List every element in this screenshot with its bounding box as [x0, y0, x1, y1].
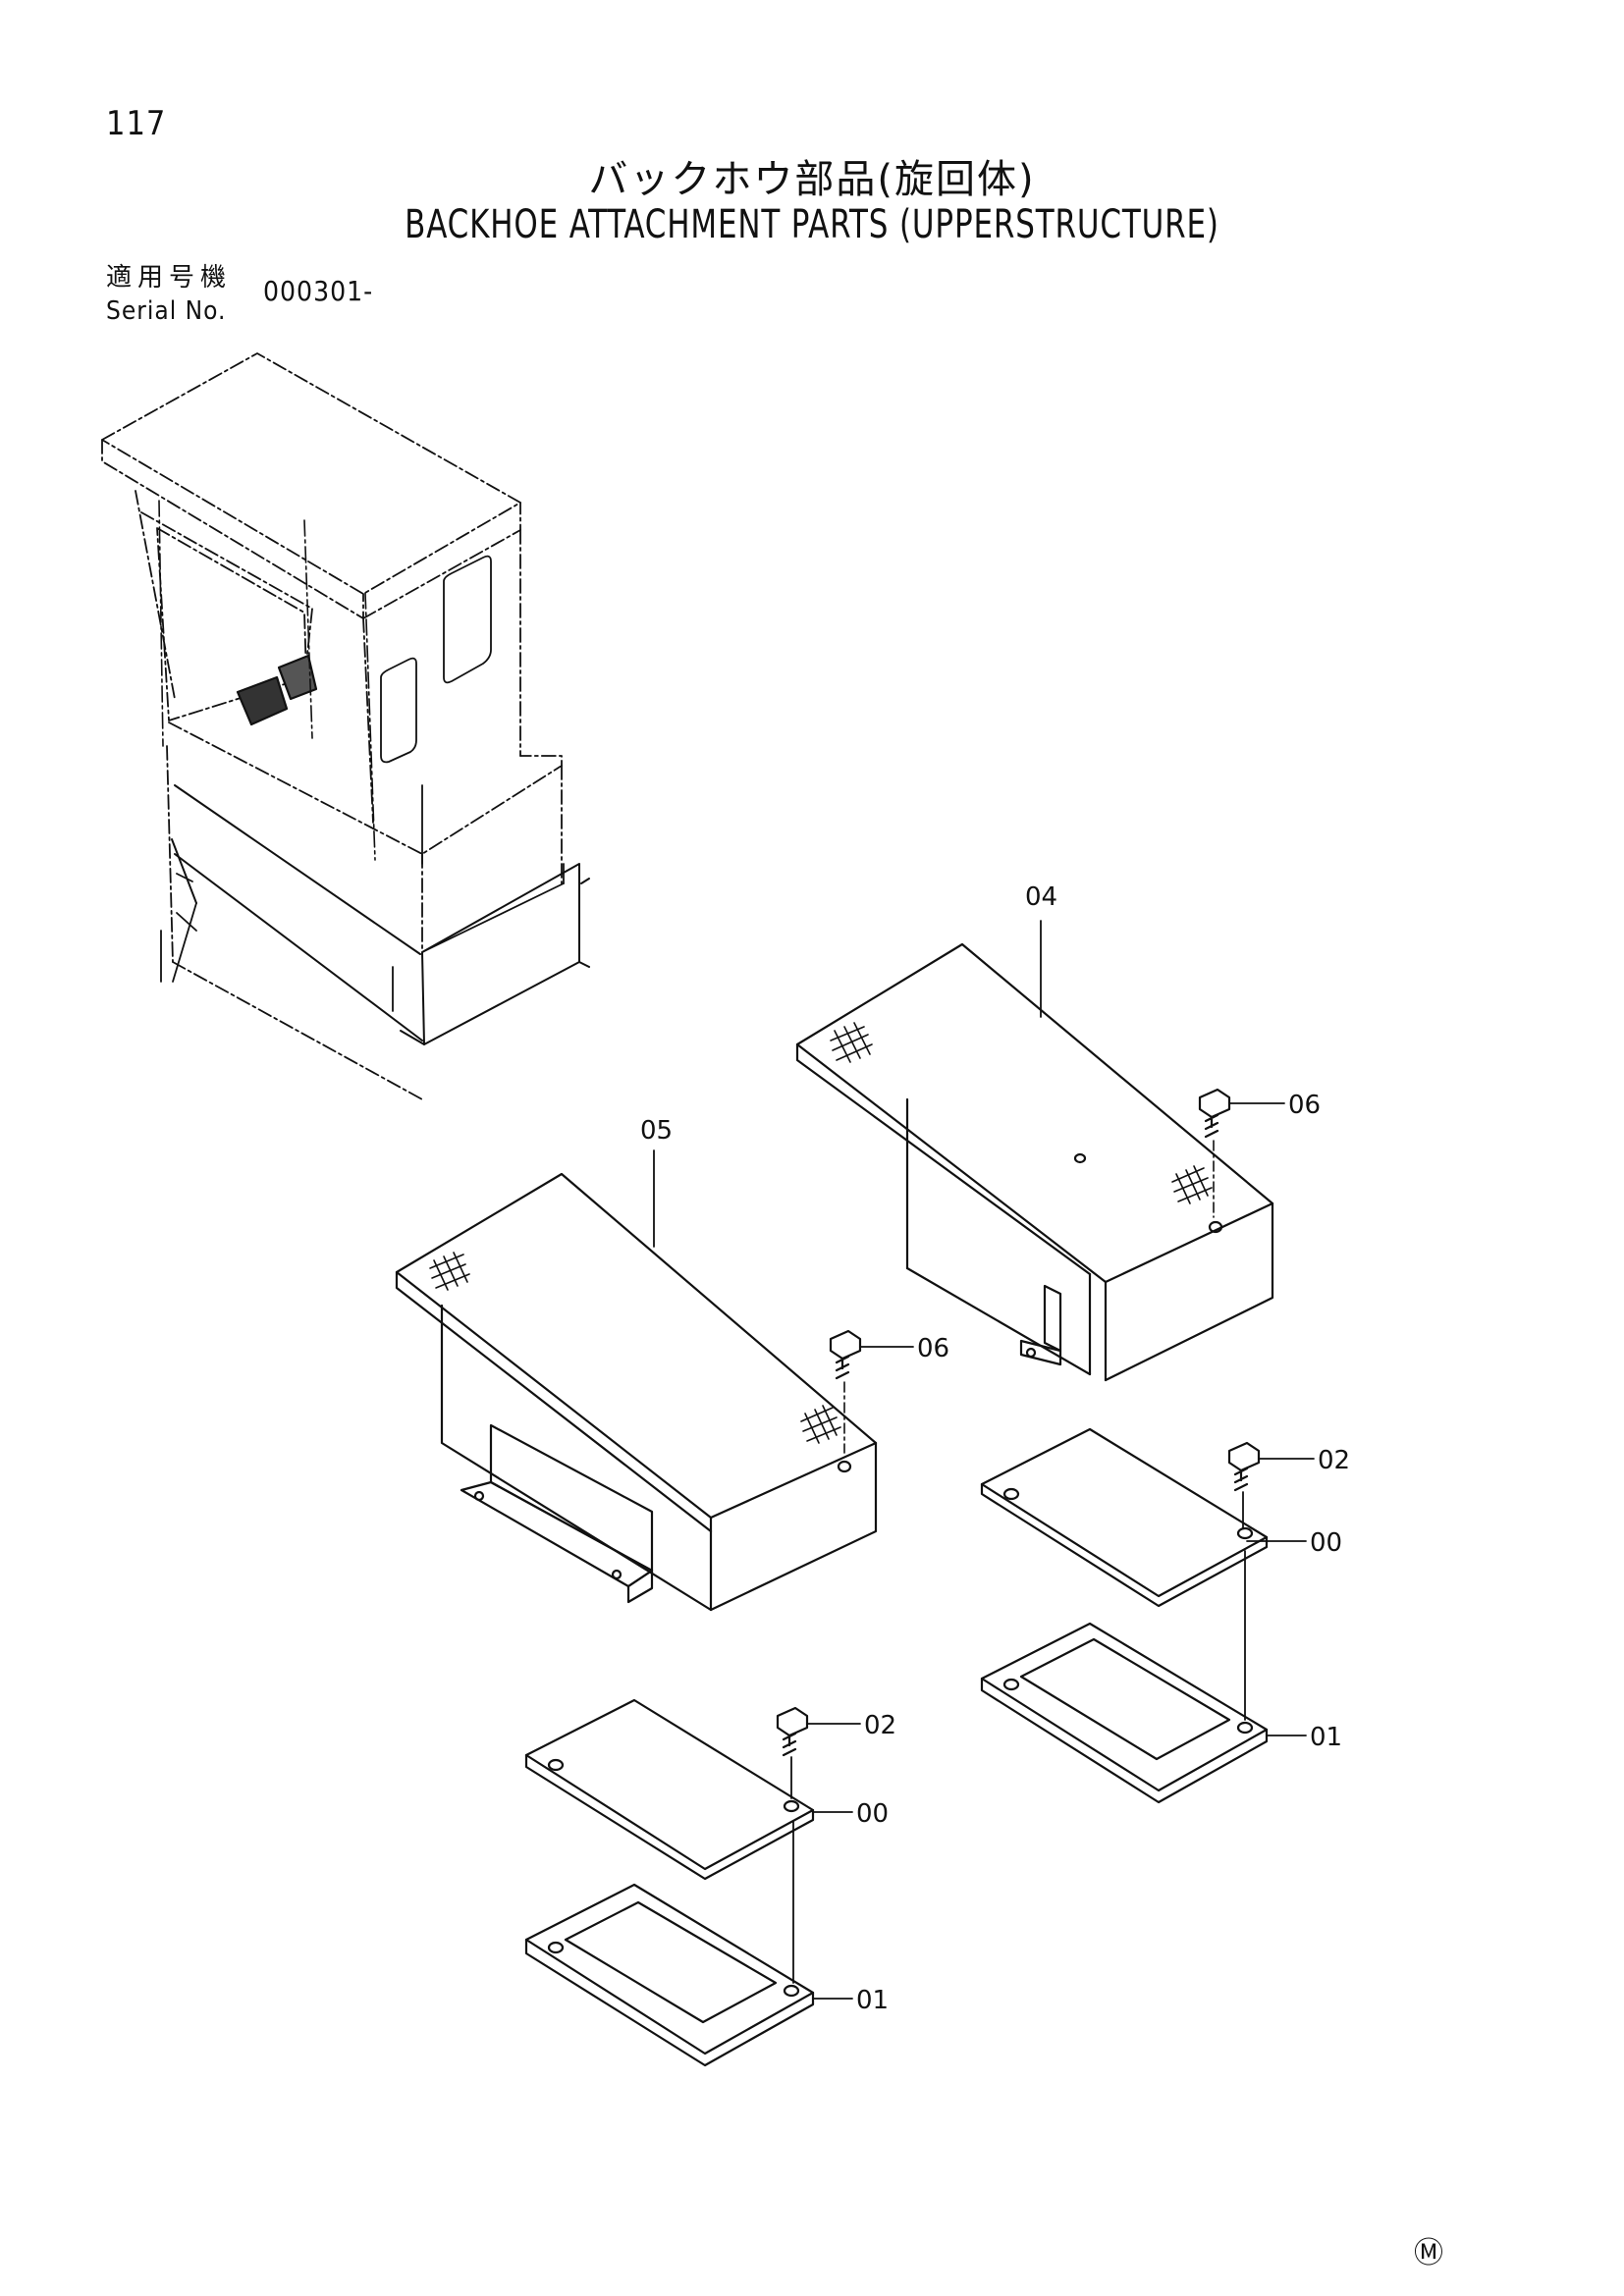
serial-label-japanese: 適用号機 — [106, 263, 233, 293]
cab-base — [171, 784, 590, 1045]
cab-seat-marks — [236, 654, 318, 726]
serial-label-english: Serial No. — [106, 296, 227, 326]
callout-02-right: 02 — [1318, 1446, 1350, 1475]
callout-01-right: 01 — [1310, 1723, 1342, 1752]
gasket-01-left — [524, 1821, 853, 2067]
callout-00-right: 00 — [1310, 1528, 1342, 1558]
bolt-06-upper — [1198, 1088, 1285, 1218]
cab-outline — [158, 500, 376, 861]
bolt-02-left — [776, 1706, 861, 1813]
callout-05: 05 — [640, 1116, 673, 1146]
bolt-02-right — [1227, 1441, 1315, 1542]
page-number: 117 — [106, 104, 167, 143]
callout-06-upper: 06 — [1288, 1091, 1321, 1120]
plate-00-right — [980, 1427, 1269, 1608]
cab-location-sketch — [101, 352, 563, 1100]
callout-00-left: 00 — [856, 1799, 889, 1829]
cab-windows — [160, 555, 565, 1012]
serial-value: 000301- — [263, 275, 374, 307]
plate-00-left — [524, 1698, 815, 1881]
page-title-english: BACKHOE ATTACHMENT PARTS (UPPERSTRUCTURE… — [405, 202, 1219, 247]
gasket-01-right — [980, 1550, 1307, 1804]
page-title-japanese: バックホウ部品(旋回体) — [588, 157, 1036, 202]
bolt-06-lower — [829, 1329, 914, 1454]
corner-mark: Ⓜ — [1414, 2236, 1443, 2270]
callout-06-lower: 06 — [917, 1334, 949, 1363]
callout-04: 04 — [1025, 882, 1057, 912]
cover-04 — [795, 920, 1274, 1382]
cover-05 — [395, 1149, 878, 1612]
callout-02-left: 02 — [864, 1711, 896, 1740]
callout-01-left: 01 — [856, 1986, 889, 2015]
